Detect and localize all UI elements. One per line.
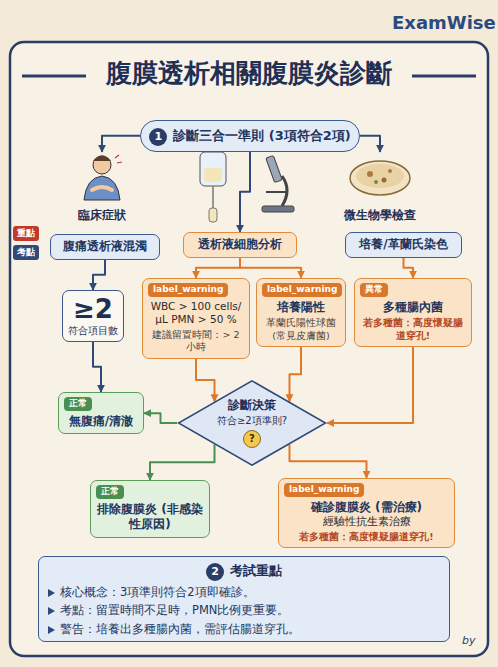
outcome-box: label_warning 確診腹膜炎 (需治療)經驗性抗生素治療若多種菌：高度懷… — [278, 478, 455, 548]
box-t-text: 確診腹膜炎 (需治療) — [284, 500, 449, 516]
criteria-box: label_warning 培養陽性革蘭氏陽性球菌 (常見皮膚菌) — [256, 278, 346, 347]
body-text: WBC > 100 cells/µL PMN > 50 % — [148, 300, 244, 327]
box-t-text: 培養/革蘭氏染色 — [351, 237, 456, 253]
pill-t-text: 診斷三合一準則 (3項符合2項) — [173, 128, 351, 145]
patient-figure — [84, 155, 122, 200]
column-heading: 臨床症狀 — [62, 152, 142, 228]
process-box: 透析液細胞分析 — [183, 232, 297, 258]
outcome-box: 正常排除腹膜炎 (非感染性原因) — [90, 480, 210, 538]
dia-b-text: 符合≥2項準則? — [217, 414, 287, 427]
sec-h-text: 考試重點 — [230, 563, 282, 580]
frame — [10, 42, 488, 656]
title-rule — [22, 75, 86, 78]
title-rule — [412, 75, 476, 78]
flow-arrow — [360, 136, 380, 152]
note-text: 革蘭氏陽性球菌 (常見皮膚菌) — [262, 317, 340, 342]
box-t-text: 透析液細胞分析 — [189, 237, 291, 253]
column-heading: 微生物學檢查 — [335, 152, 425, 228]
flow-arrow — [404, 258, 414, 278]
warn-text: 若多種菌：高度懷疑腸道穿孔! — [284, 531, 449, 543]
tag-g-text: 正常 — [96, 485, 124, 499]
flow-arrow — [196, 258, 240, 278]
brand-logo: ExamWise — [392, 12, 496, 33]
process-box: 腹痛透析液混濁 — [50, 234, 160, 260]
box-t-text: 培養陽性 — [262, 300, 340, 316]
criteria-box: 異常多種腸內菌若多種菌：高度懷疑腸道穿孔! — [354, 278, 472, 347]
box-t-text: 無腹痛/清澈 — [64, 414, 138, 430]
tag-w-text: 異常 — [360, 283, 388, 297]
box-t-text: 排除腹膜炎 (非感染性原因) — [96, 502, 204, 533]
col-h-text: 臨床症狀 — [67, 208, 137, 224]
num-text: 1 — [149, 128, 167, 146]
exam-tag: 考點 — [13, 245, 39, 260]
dia-h-text: 診斷決策 — [228, 398, 276, 414]
flow-arrow — [290, 347, 302, 402]
criteria-box: label_warningWBC > 100 cells/µL PMN > 50… — [142, 278, 250, 359]
qbadge-text: ? — [243, 430, 261, 448]
num-text: 2 — [206, 563, 224, 581]
flow-arrow — [327, 347, 413, 423]
outcome-box: 正常無腹痛/清澈 — [58, 392, 144, 434]
decision-diamond: 診斷決策符合≥2項準則?? — [177, 380, 327, 466]
li-text: 核心概念：3項準則符合2項即確診。 — [44, 585, 444, 600]
box-t-text: 多種腸內菌 — [360, 300, 466, 316]
box-t-text: 腹痛透析液混濁 — [56, 239, 154, 255]
small-text: 符合項目數 — [68, 324, 118, 337]
big-text: ≥2 — [68, 295, 118, 324]
tag-g-text: 正常 — [64, 397, 92, 411]
dialysate-bag — [200, 152, 226, 222]
page-title: 腹膜透析相關腹膜炎診斷 — [0, 56, 498, 91]
flow-arrow — [93, 342, 101, 392]
petri-dish — [350, 161, 410, 195]
flow-arrow — [93, 260, 105, 290]
flow-arrow — [102, 136, 140, 152]
key-tag: 重點 — [13, 226, 39, 241]
tag-w-text: label_warning — [148, 283, 228, 297]
tag-w-text: label_warning — [284, 483, 364, 497]
warn-text: 若多種菌：高度懷疑腸道穿孔! — [360, 317, 466, 342]
flow-arrow — [240, 258, 301, 278]
col-h-text: 微生物學檢查 — [340, 208, 420, 224]
flow-arrow — [150, 445, 215, 481]
note-text: 建議留置時間：> 2 小時 — [148, 329, 244, 354]
flow-arrow — [240, 152, 250, 233]
flow-arrow — [144, 413, 177, 423]
process-box: 培養/革蘭氏染色 — [345, 232, 462, 258]
summary-panel: 2 考試重點核心概念：3項準則符合2項即確診。考點：留置時間不足時，PMN比例更重… — [38, 556, 450, 642]
criteria-pill: 1 診斷三合一準則 (3項符合2項) — [140, 120, 360, 152]
body-text: 經驗性抗生素治療 — [284, 515, 449, 529]
microscope — [262, 155, 294, 212]
li-text: 警告：培養出多種腸內菌，需評估腸道穿孔。 — [44, 622, 444, 637]
credit: by — [462, 634, 476, 647]
flow-arrow — [290, 445, 367, 479]
count-box: ≥2符合項目數 — [62, 290, 124, 342]
li-text: 考點：留置時間不足時，PMN比例更重要。 — [44, 603, 444, 618]
tag-w-text: label_warning — [262, 283, 342, 297]
flow-arrow — [196, 359, 215, 402]
